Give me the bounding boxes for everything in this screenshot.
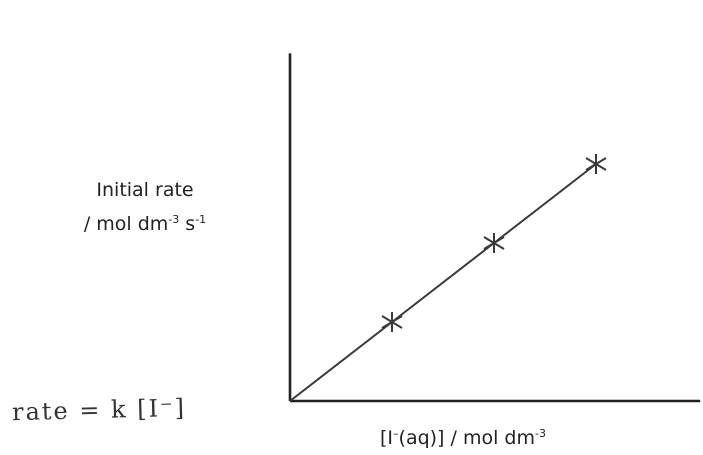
x-label-main: [I	[380, 427, 394, 449]
data-point-diagonal-2	[483, 236, 505, 250]
series-line-path	[289, 163, 597, 402]
y-axis-label-unit: / mol dm-3 s-1	[60, 205, 230, 239]
x-label-rest: (aq)] / mol dm	[398, 427, 535, 449]
data-points	[381, 154, 607, 332]
y-unit-prefix: / mol dm	[83, 213, 169, 235]
y-unit-exp2: -1	[195, 213, 207, 226]
data-point	[381, 312, 403, 332]
data-point	[483, 233, 505, 253]
data-point-diagonal-2	[585, 157, 607, 171]
x-axis-label: [I–(aq)] / mol dm-3	[380, 427, 546, 449]
y-axis-label-title: Initial rate	[96, 179, 194, 201]
axes	[288, 53, 701, 403]
x-label-exp: -3	[534, 427, 546, 440]
y-unit-mid: s	[179, 213, 196, 235]
data-point	[585, 154, 607, 174]
x-label-charge: –	[393, 427, 399, 440]
y-unit-exp1: -3	[168, 213, 180, 226]
rate-equation-annotation: rate = k [I⁻]	[11, 393, 187, 427]
data-point-diagonal-2	[381, 315, 403, 329]
y-axis-label: Initial rate / mol dm-3 s-1	[60, 176, 230, 239]
series-line	[289, 163, 597, 402]
